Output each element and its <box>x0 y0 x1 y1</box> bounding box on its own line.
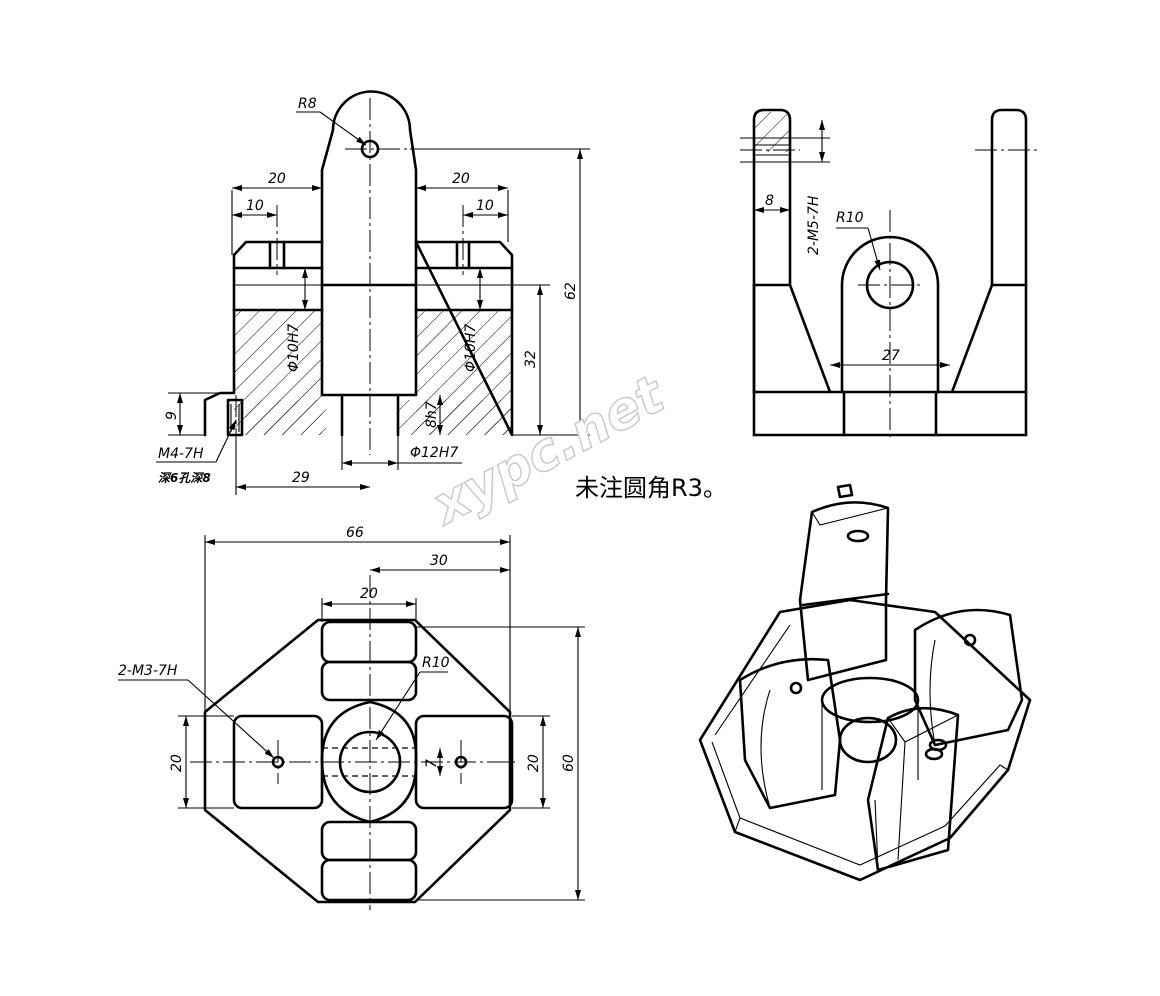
dim-side-R10: R10 <box>836 210 864 226</box>
dim-front-20-right: 20 <box>452 171 470 187</box>
dim-top-20-right: 20 <box>526 754 542 772</box>
dim-front-depth: 深6孔深8 <box>158 471 211 485</box>
dim-front-20-left: 20 <box>268 171 286 187</box>
side-left-arm <box>752 108 832 437</box>
dim-front-10-left: 10 <box>246 198 264 214</box>
iso-right-pad <box>913 608 1024 747</box>
dim-side-thread: 2-M5-7H <box>806 195 822 255</box>
dim-front-29: 29 <box>292 470 310 486</box>
dim-front-62: 62 <box>563 282 579 300</box>
front-view: 20 10 20 10 R8 Φ10H7 Φ10H7 62 32 9 8h7 <box>156 90 590 495</box>
dim-top-20-top: 20 <box>360 586 378 602</box>
dim-front-9: 9 <box>164 411 180 420</box>
top-outline <box>203 618 512 904</box>
front-bottom-right-hatch <box>398 400 512 435</box>
general-note: 未注圆角R3。 <box>575 474 727 502</box>
dim-front-R8: R8 <box>298 96 317 112</box>
dim-side-27: 27 <box>882 348 900 364</box>
top-pad-top <box>320 620 418 664</box>
dim-top-66: 66 <box>346 525 364 541</box>
dim-top-R10: R10 <box>422 655 450 671</box>
dim-front-phi10-right: Φ10H7 <box>463 324 479 372</box>
iso-left-pad <box>738 657 842 810</box>
side-right-arm <box>950 108 1028 437</box>
front-lug <box>320 90 418 397</box>
iso-front-lug <box>866 706 960 872</box>
dim-side-8: 8 <box>765 193 774 209</box>
front-base-outline <box>203 240 514 437</box>
dim-top-7: 7 <box>424 759 440 768</box>
dim-top-30: 30 <box>430 553 448 569</box>
dim-front-10-right: 10 <box>476 198 494 214</box>
dim-top-thread: 2-M3-7H <box>118 663 178 679</box>
top-pad-bottom <box>320 858 418 902</box>
dim-front-thread: M4-7H <box>158 446 204 462</box>
top-view: 66 30 20 2-M3-7H R10 20 7 20 60 <box>118 525 585 910</box>
side-view: 2-M5-7H 8 R10 27 <box>740 108 1040 440</box>
dim-front-32: 32 <box>523 350 539 368</box>
iso-tall-lug <box>798 501 890 682</box>
dim-front-phi12: Φ12H7 <box>410 445 458 461</box>
dim-front-8h7: 8h7 <box>424 401 440 428</box>
dim-top-60: 60 <box>561 754 577 772</box>
dim-top-20-left: 20 <box>169 754 185 772</box>
isometric-view <box>698 483 1032 882</box>
dim-front-phi10-left: Φ10H7 <box>286 324 302 372</box>
